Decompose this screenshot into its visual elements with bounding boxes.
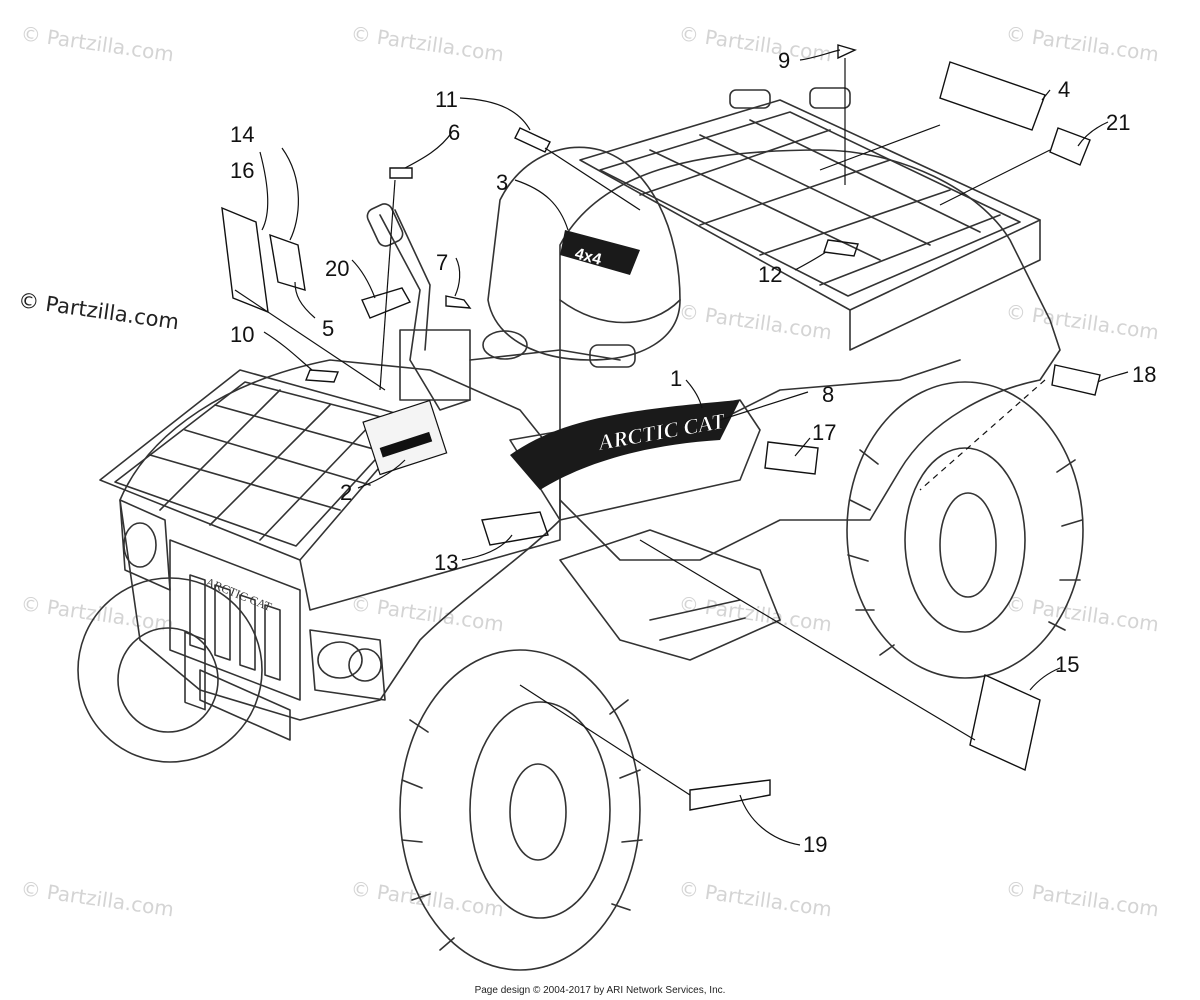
callout-9: 9 bbox=[778, 48, 790, 73]
callout-19: 19 bbox=[803, 832, 827, 857]
callout-10: 10 bbox=[230, 322, 254, 347]
atv-drawing: ARCTIC CAT bbox=[77, 87, 1084, 971]
arctic-cat-decal bbox=[510, 400, 740, 490]
hood-decal-text: 4x4 bbox=[573, 245, 603, 268]
decal-20-shape bbox=[361, 287, 412, 319]
callout-3: 3 bbox=[496, 170, 508, 195]
leader-lines bbox=[234, 49, 1129, 846]
decal-6-shape bbox=[389, 167, 413, 179]
decal-4-shape bbox=[939, 61, 1046, 131]
callout-13: 13 bbox=[434, 550, 458, 575]
hood-4x4-decal bbox=[560, 230, 640, 275]
decal-graphics: ARCTIC CAT 4x4 bbox=[362, 230, 740, 490]
callout-1: 1 bbox=[670, 366, 682, 391]
watermark-text: © Partzilla.com bbox=[1004, 876, 1160, 921]
front-right-tire bbox=[399, 649, 643, 971]
watermark-text: © Partzilla.com bbox=[1004, 591, 1160, 636]
callout-labels: 1 2 3 4 5 6 7 8 9 10 11 12 13 14 15 16 1… bbox=[230, 48, 1156, 857]
decal-13-shape bbox=[481, 511, 549, 546]
callout-5: 5 bbox=[322, 316, 334, 341]
callout-8: 8 bbox=[822, 382, 834, 407]
callout-4: 4 bbox=[1058, 77, 1070, 102]
footrest bbox=[559, 529, 781, 661]
decal-12-shape bbox=[823, 239, 859, 257]
watermark-text: © Partzilla.com bbox=[677, 876, 833, 921]
callout-18: 18 bbox=[1132, 362, 1156, 387]
callout-14: 14 bbox=[230, 122, 254, 147]
watermark-text: © Partzilla.com bbox=[1004, 21, 1160, 66]
page-footer: Page design © 2004-2017 by ARI Network S… bbox=[474, 985, 726, 996]
callout-20: 20 bbox=[325, 256, 349, 281]
decal-19-shape bbox=[689, 779, 771, 811]
decal-15-shape bbox=[969, 674, 1041, 771]
watermark-text: © Partzilla.com bbox=[349, 21, 505, 66]
watermark-text: © Partzilla.com bbox=[1004, 299, 1160, 344]
front-fender bbox=[119, 359, 561, 721]
callout-17: 17 bbox=[812, 420, 836, 445]
decal-9-shape bbox=[837, 44, 857, 60]
callout-15: 15 bbox=[1055, 652, 1079, 677]
handlebar bbox=[366, 203, 636, 411]
rear-rack bbox=[579, 87, 1041, 351]
watermark-text: © Partzilla.com bbox=[677, 299, 833, 344]
callout-7: 7 bbox=[436, 250, 448, 275]
decal-7-shape bbox=[445, 295, 472, 309]
callout-16: 16 bbox=[230, 158, 254, 183]
dash-decal bbox=[362, 399, 448, 476]
watermark-text: © Partzilla.com bbox=[19, 21, 175, 66]
rear-right-tire bbox=[846, 381, 1084, 679]
watermark-text: © Partzilla.com bbox=[349, 876, 505, 921]
decal-18-shape bbox=[1051, 364, 1101, 396]
decal-21-shape bbox=[1049, 127, 1091, 166]
watermark-text: © Partzilla.com bbox=[19, 876, 175, 921]
decal-10-shape bbox=[304, 369, 340, 383]
decal-14-shape bbox=[269, 233, 306, 291]
watermark-text: © Partzilla.com bbox=[677, 21, 833, 66]
decal-17-shape bbox=[764, 441, 819, 475]
decal-11-shape bbox=[514, 127, 551, 153]
watermark-text: © Partzilla.com bbox=[349, 591, 505, 636]
callout-12: 12 bbox=[758, 262, 782, 287]
callout-2: 2 bbox=[340, 480, 352, 505]
callout-6: 6 bbox=[448, 120, 460, 145]
callout-21: 21 bbox=[1106, 110, 1130, 135]
callout-11: 11 bbox=[435, 87, 458, 112]
